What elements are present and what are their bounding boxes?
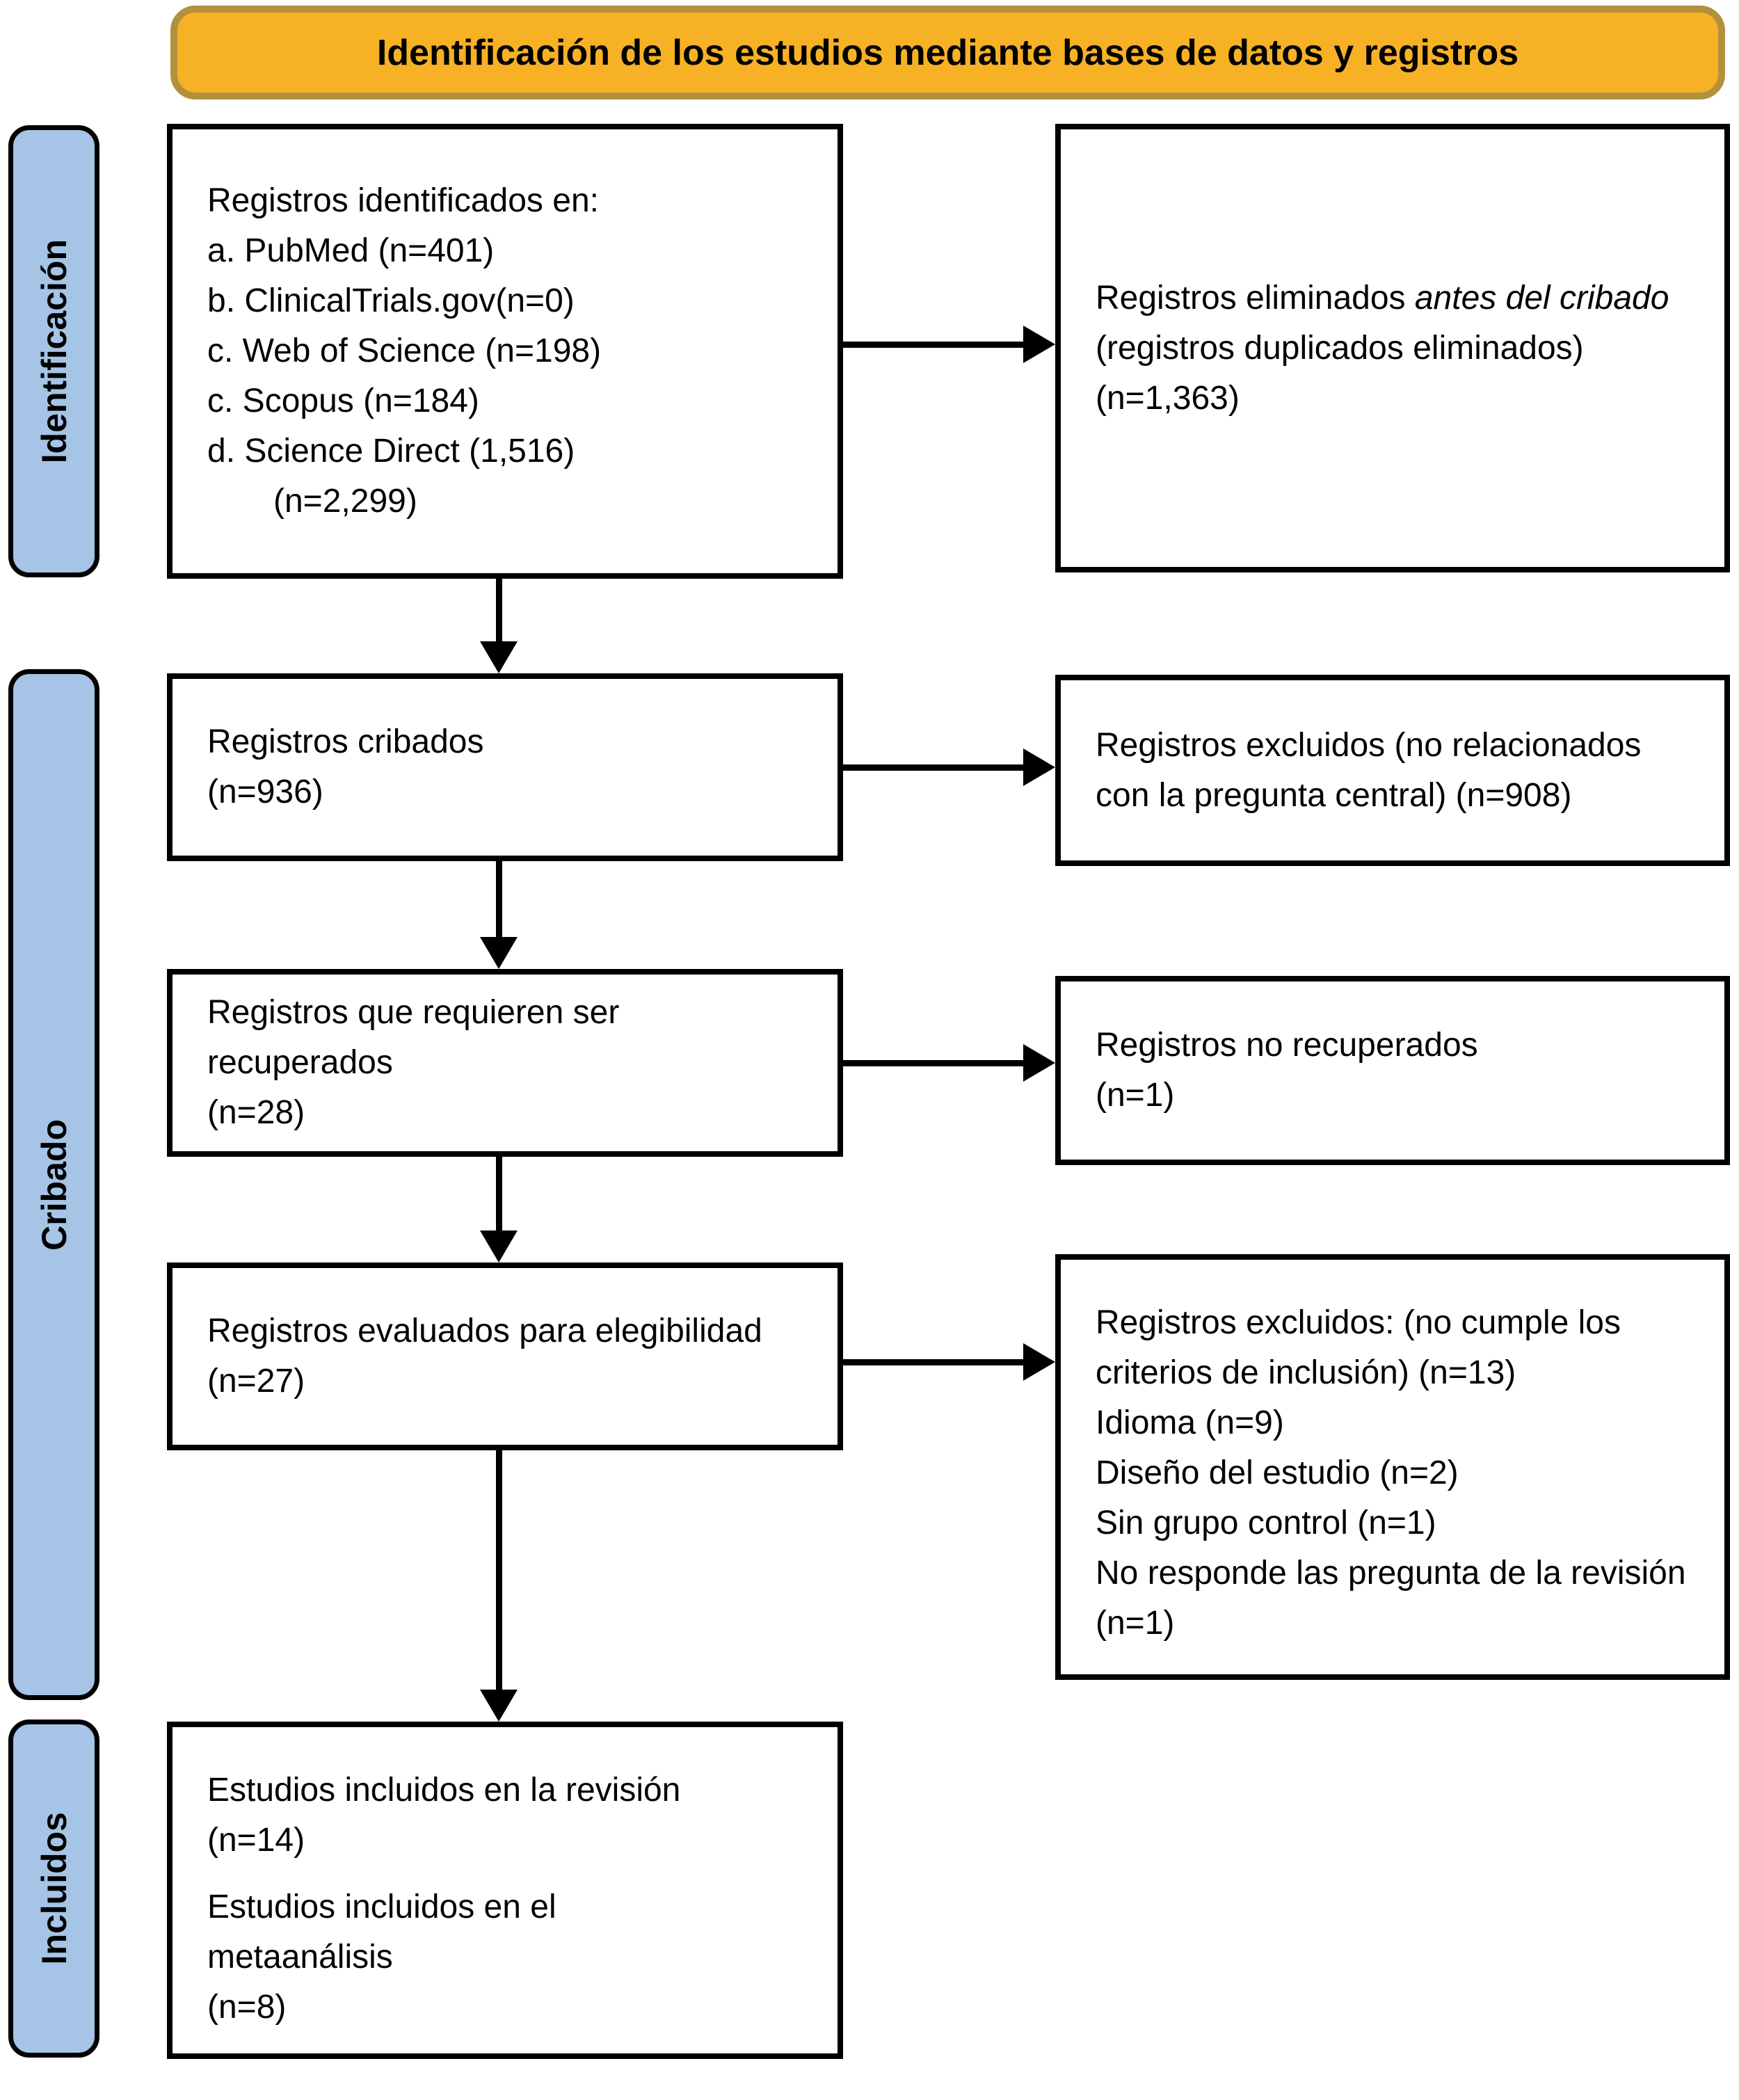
box-line: Registros cribados xyxy=(207,723,484,760)
stage-label-identification-text: Identificación xyxy=(34,239,74,464)
arrow-screened-to-excluded xyxy=(843,748,1055,786)
box-line: Estudios incluidos en la revisión xyxy=(207,1772,681,1809)
arrow-line xyxy=(496,1450,502,1693)
arrow-head-icon xyxy=(1023,1343,1055,1381)
box-records-identified: Registros identificados en: a. PubMed (n… xyxy=(167,124,843,579)
arrow-head-icon xyxy=(480,937,518,969)
box-records-assessed-for-eligibility: Registros evaluados para elegibilidad (n… xyxy=(167,1263,843,1450)
arrow-screened-to-sought xyxy=(480,861,518,969)
stage-label-identification: Identificación xyxy=(8,125,99,577)
arrow-line xyxy=(843,342,1024,348)
box-records-excluded: Registros excluidos (no relacionados con… xyxy=(1055,675,1730,866)
arrow-line xyxy=(843,1060,1024,1066)
box-paragraph: Registros eliminados antes del cribado (… xyxy=(1096,273,1690,424)
stage-label-included-text: Incluidos xyxy=(34,1812,74,1965)
box-line: Sin grupo control (n=1) xyxy=(1096,1505,1436,1541)
arrow-head-icon xyxy=(1023,748,1055,786)
box-studies-included: Estudios incluidos en la revisión (n=14)… xyxy=(167,1722,843,2059)
box-records-removed-before-screening: Registros eliminados antes del cribado (… xyxy=(1055,124,1730,572)
box-line: Registros no recuperados xyxy=(1096,1027,1478,1064)
arrow-sought-to-assessed xyxy=(480,1157,518,1263)
box-line: c. Scopus (n=184) xyxy=(207,383,479,419)
blank-line xyxy=(207,1866,803,1882)
box-line: Registros identificados en: xyxy=(207,182,599,219)
box-line: (n=14) xyxy=(207,1822,305,1859)
box-line: (n=936) xyxy=(207,774,323,810)
box-line: c. Web of Science (n=198) xyxy=(207,332,602,369)
arrow-line xyxy=(843,1359,1024,1365)
box-line: d. Science Direct (1,516) xyxy=(207,433,575,470)
arrow-head-icon xyxy=(480,641,518,673)
box-records-screened: Registros cribados (n=936) xyxy=(167,673,843,861)
box-line: (n=8) xyxy=(207,1989,287,2026)
box-line: Idioma (n=9) xyxy=(1096,1404,1284,1441)
box-line: Registros evaluados para elegibilidad xyxy=(207,1313,762,1349)
box-text-segment: (registros duplicados eliminados) (n=1,3… xyxy=(1096,329,1584,417)
arrow-assessed-to-excluded-reasons xyxy=(843,1343,1055,1381)
box-line: (n=28) xyxy=(207,1094,305,1131)
arrow-line xyxy=(496,861,502,940)
box-records-not-retrieved: Registros no recuperados (n=1) xyxy=(1055,976,1730,1165)
box-line: metaanálisis xyxy=(207,1939,393,1975)
box-line: Registros excluidos: (no cumple los crit… xyxy=(1096,1304,1621,1391)
arrow-identified-to-screened xyxy=(480,579,518,673)
arrow-line xyxy=(496,1157,502,1234)
box-line: (n=1) xyxy=(1096,1077,1175,1114)
box-records-sought-for-retrieval: Registros que requieren ser recuperados … xyxy=(167,969,843,1157)
banner-title: Identificación de los estudios mediante … xyxy=(170,6,1725,99)
stage-label-screening: Cribado xyxy=(8,669,99,1700)
arrow-assessed-to-included xyxy=(480,1450,518,1722)
arrow-head-icon xyxy=(1023,1044,1055,1082)
box-line: No responde las pregunta de la revisión … xyxy=(1096,1555,1686,1642)
arrow-head-icon xyxy=(1023,326,1055,363)
stage-label-included: Incluidos xyxy=(8,1720,99,2058)
box-line: a. PubMed (n=401) xyxy=(207,232,495,269)
box-line: (n=27) xyxy=(207,1363,305,1400)
box-line: Registros que requieren ser recuperados xyxy=(207,994,620,1081)
box-line: (n=2,299) xyxy=(273,483,417,520)
box-paragraph: Registros excluidos (no relacionados con… xyxy=(1096,726,1642,814)
arrow-head-icon xyxy=(480,1231,518,1263)
stage-label-screening-text: Cribado xyxy=(34,1119,74,1251)
arrow-sought-to-not-retrieved xyxy=(843,1044,1055,1082)
box-records-excluded-reasons: Registros excluidos: (no cumple los crit… xyxy=(1055,1254,1730,1680)
box-line: Diseño del estudio (n=2) xyxy=(1096,1454,1459,1491)
arrow-head-icon xyxy=(480,1690,518,1722)
arrow-line xyxy=(843,764,1024,771)
box-text-segment: Registros eliminados xyxy=(1096,279,1415,316)
arrow-line xyxy=(496,579,502,645)
box-text-segment-italic: antes del cribado xyxy=(1414,279,1669,316)
box-line: b. ClinicalTrials.gov(n=0) xyxy=(207,282,575,319)
arrow-identified-to-removed xyxy=(843,326,1055,363)
box-line: Estudios incluidos en el xyxy=(207,1889,556,1925)
